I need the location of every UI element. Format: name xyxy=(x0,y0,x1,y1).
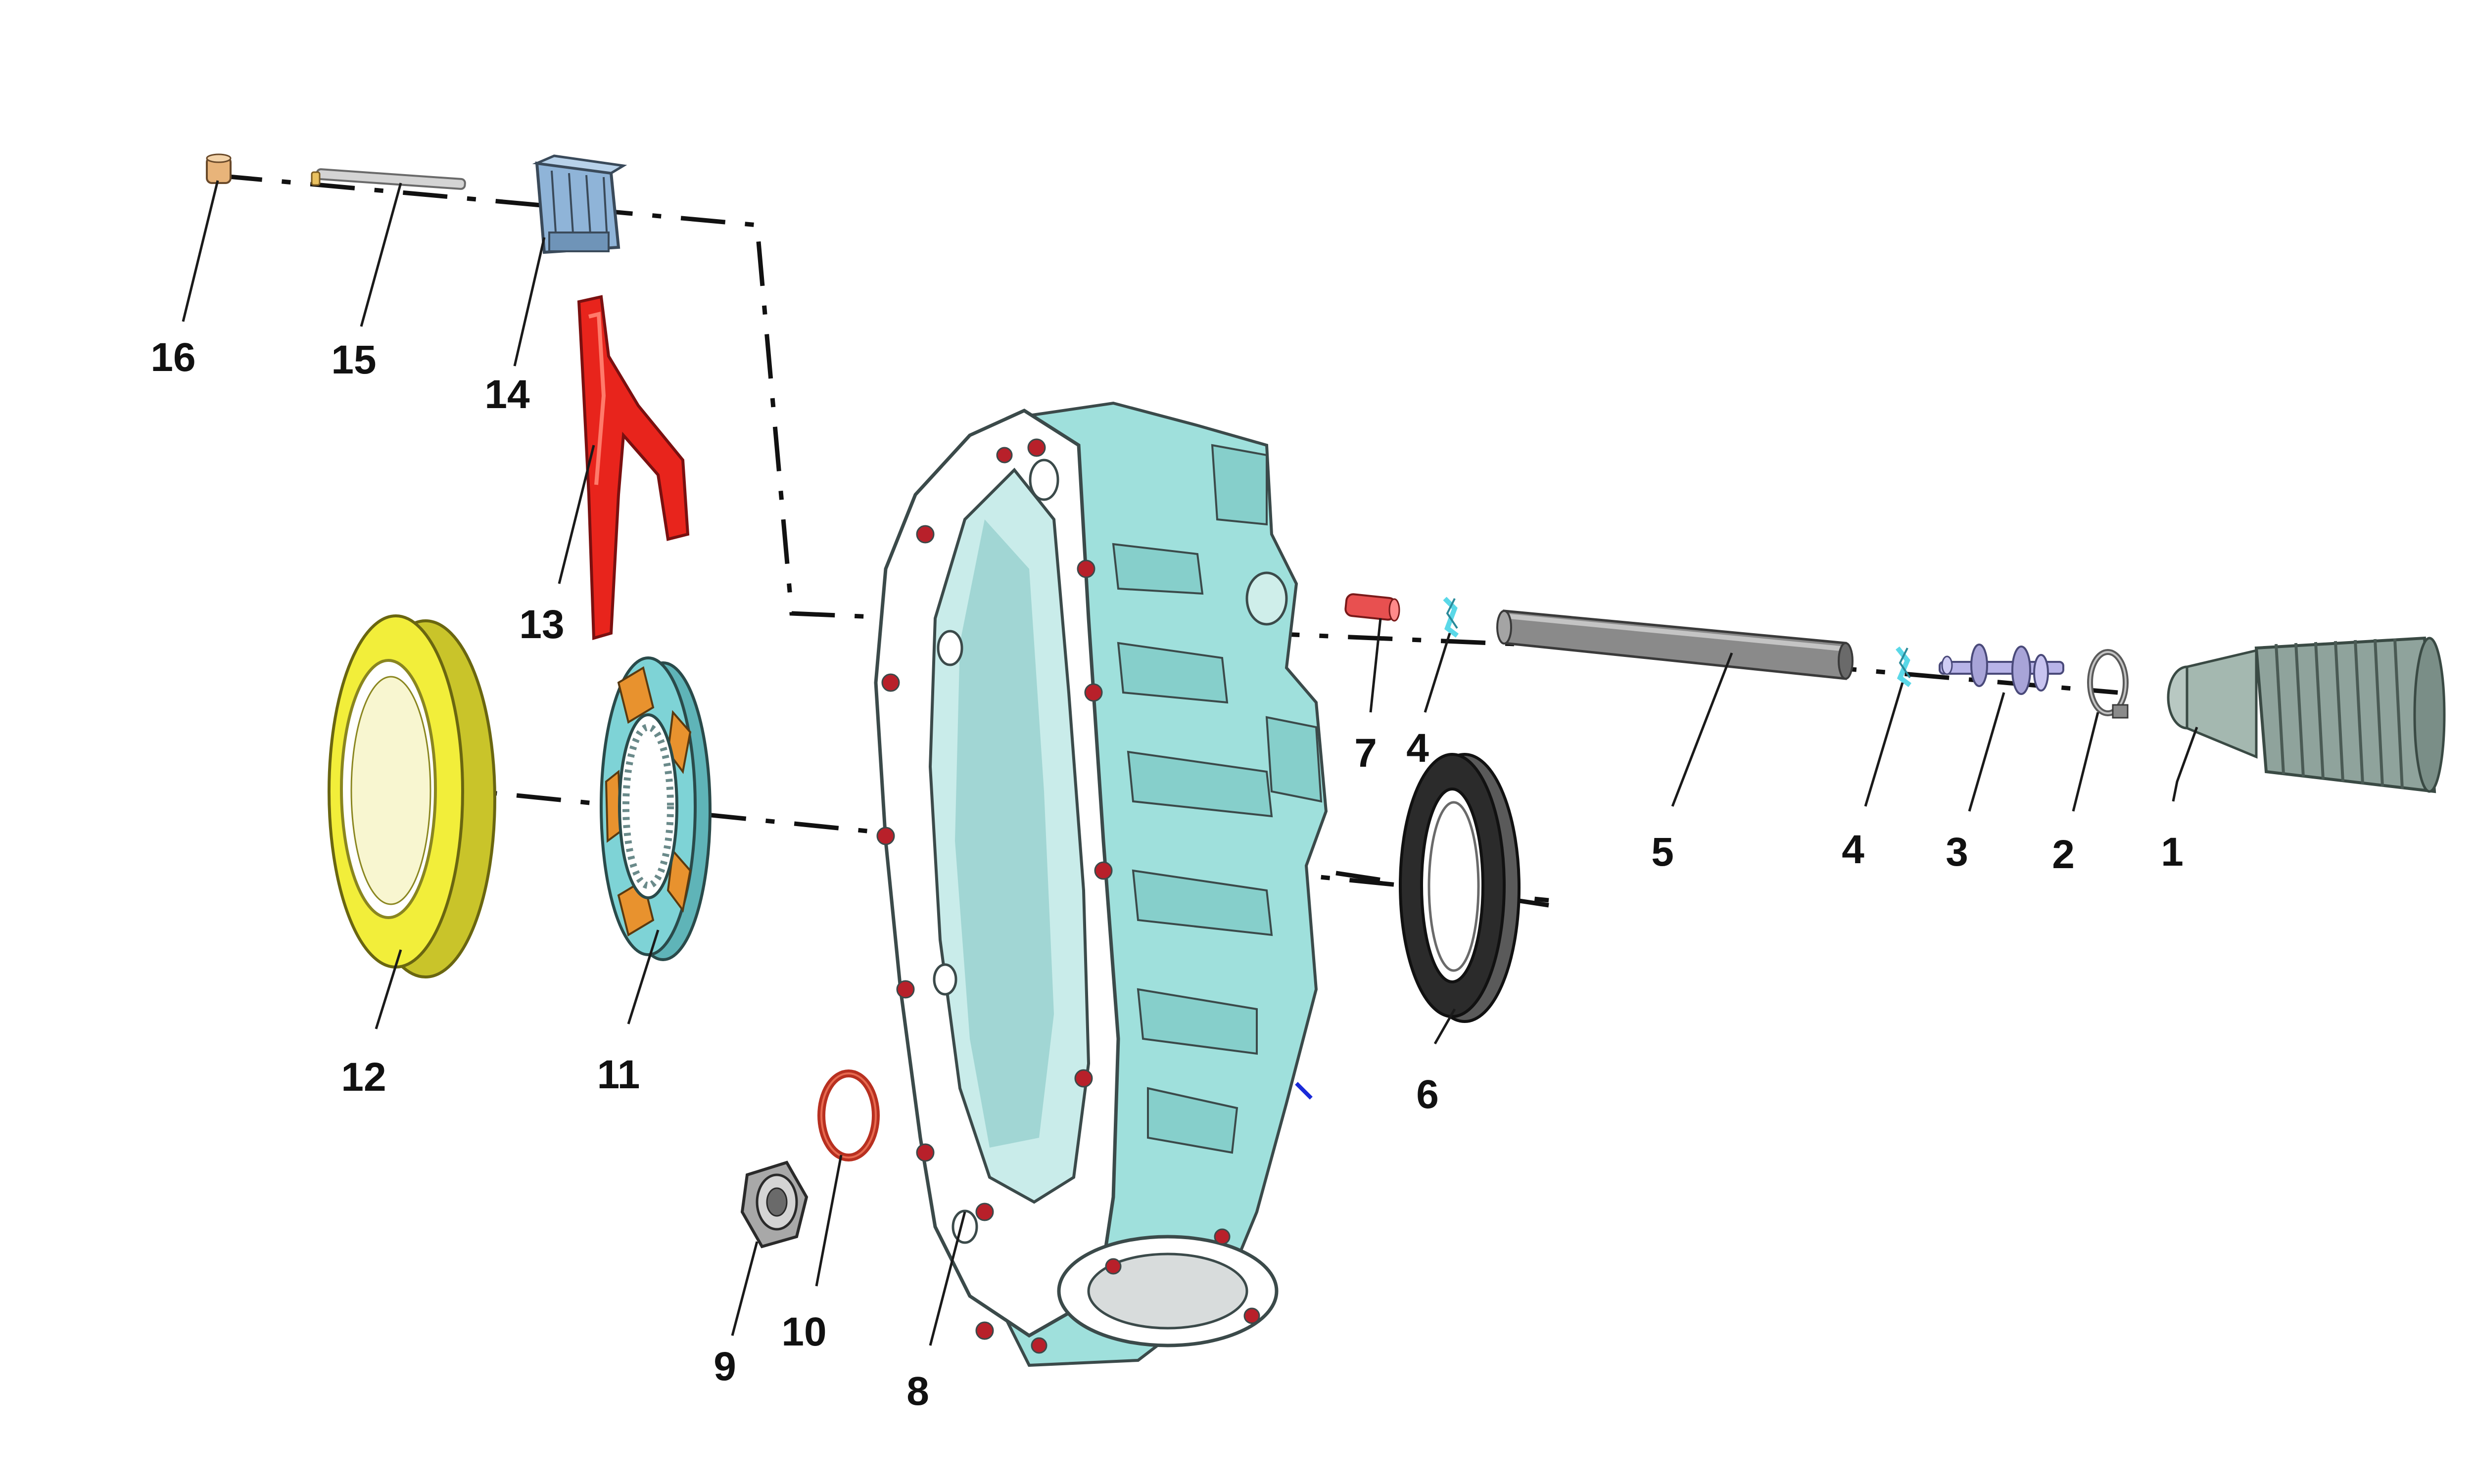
part-9-breather xyxy=(740,1160,809,1249)
housing-blue-edge xyxy=(1295,1082,1313,1100)
leader-12 xyxy=(375,949,402,1029)
part-6-oil-seal xyxy=(1399,753,1521,1023)
callout-14: 14 xyxy=(484,372,530,417)
part-10-o-ring xyxy=(817,1069,880,1161)
leader-10 xyxy=(815,1155,843,1287)
callout-5: 5 xyxy=(1651,830,1674,875)
callout-13: 13 xyxy=(519,602,564,647)
leader-1 xyxy=(2172,727,2198,802)
callout-7: 7 xyxy=(1354,731,1377,776)
leader-8 xyxy=(929,1211,966,1346)
leader-11 xyxy=(627,929,660,1024)
callout-8: 8 xyxy=(906,1369,929,1414)
housing-ribs xyxy=(1112,444,1323,1154)
callout-labels: 1 2 3 4 5 4 7 6 8 9 10 11 12 13 14 15 16 xyxy=(150,335,2183,1414)
part-11-synchro-ring xyxy=(600,656,712,961)
leader-4a xyxy=(1424,633,1451,713)
upper-axis-line xyxy=(217,173,2118,695)
part-4-clip-right xyxy=(1896,646,1911,687)
part-16-plug xyxy=(206,153,232,184)
part-14-selector-block xyxy=(532,154,627,254)
part-13-shift-fork xyxy=(577,295,690,640)
housing-mount-bore xyxy=(1087,1252,1248,1330)
callout-16: 16 xyxy=(150,335,195,380)
housing-inner-shadow xyxy=(955,519,1054,1148)
leader-15 xyxy=(360,183,402,327)
housing-shaft-boss xyxy=(1245,571,1288,626)
part-4-clip-left xyxy=(1443,597,1459,638)
flange-large-holes xyxy=(933,459,1059,1244)
callout-4b: 4 xyxy=(1842,827,1864,872)
part-2-clamp xyxy=(2087,649,2129,719)
leader-5 xyxy=(1671,652,1733,807)
leader-7 xyxy=(1369,618,1382,713)
callout-12: 12 xyxy=(341,1055,386,1100)
part-3-stub-shaft xyxy=(1939,644,2064,695)
callout-1: 1 xyxy=(2161,830,2184,875)
callout-3: 3 xyxy=(1946,830,1968,875)
leader-lines xyxy=(182,180,2198,1346)
part-1-boot xyxy=(2167,636,2446,793)
leader-9 xyxy=(731,1241,759,1336)
callout-10: 10 xyxy=(781,1309,826,1354)
leader-16 xyxy=(182,180,219,322)
lower-axis-line xyxy=(331,774,1549,903)
part-7-detent-pin xyxy=(1344,593,1400,622)
callout-9: 9 xyxy=(714,1344,736,1389)
leader-6 xyxy=(1433,1008,1456,1045)
leader-14 xyxy=(513,237,546,367)
callout-15: 15 xyxy=(331,337,376,382)
flange-bolt-holes xyxy=(876,438,1260,1354)
part-8-housing xyxy=(874,401,1328,1367)
leader-4b xyxy=(1864,682,1904,807)
callout-2: 2 xyxy=(2052,832,2075,877)
part-5-shaft xyxy=(1496,609,1854,680)
leader-2 xyxy=(2072,712,2099,812)
leader-13 xyxy=(558,445,595,584)
callout-4a: 4 xyxy=(1406,726,1429,771)
leader-3 xyxy=(1968,692,2005,812)
callout-6: 6 xyxy=(1416,1072,1439,1117)
part-12-bearing-race xyxy=(328,614,496,978)
callout-11: 11 xyxy=(597,1052,640,1097)
part-15-selector-rod xyxy=(311,168,466,190)
